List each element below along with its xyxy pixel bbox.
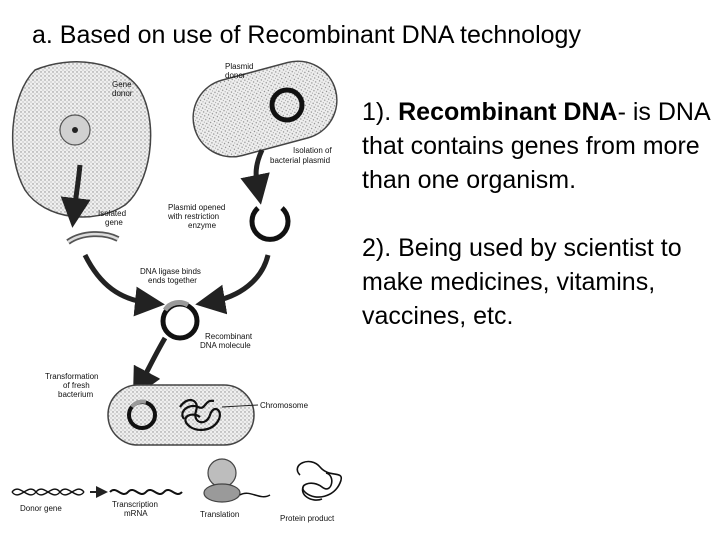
svg-text:bacterial plasmid: bacterial plasmid [270,156,330,165]
mrna-strand [109,489,183,495]
svg-text:Transcription: Transcription [112,500,158,509]
arrow-gene-to-ligase [82,253,165,317]
donor-gene-dna [11,488,85,496]
translation-label: Translation [200,510,239,519]
chromosome-pointer [221,404,259,408]
protein-product [296,460,343,501]
svg-text:enzyme: enzyme [188,221,217,230]
chromosome-label: Chromosome [260,401,309,410]
svg-text:Plasmid opened: Plasmid opened [168,203,225,212]
definition-paragraph: 1). Recombinant DNA- is DNA that contain… [362,98,710,194]
svg-text:donor: donor [225,71,246,80]
ribosome [203,458,241,503]
uses-paragraph: 2). Being used by scientist to make medi… [362,234,682,330]
plasmid-donor-label: Plasmid donor [225,62,253,80]
opened-plasmid [249,206,291,242]
isolation-label: Isolation of bacterial plasmid [270,146,332,165]
arrow-transformation [132,336,168,399]
recombinant-label: Recombinant DNA molecule [200,332,253,350]
chromosome [179,398,221,431]
svg-text:bacterium: bacterium [58,390,93,399]
svg-text:Gene: Gene [112,80,132,89]
recombinant-dna-diagram: Gene donor Plasmid donor Isolation of ba… [11,60,343,523]
donor-gene-label: Donor gene [20,504,62,513]
plasmid-donor-bacterium [192,60,338,158]
arrow-plasmid-isolation [240,148,270,205]
plasmid-ring [269,87,305,123]
gene-donor-label: Gene donor [112,80,133,98]
svg-text:Recombinant: Recombinant [205,332,253,341]
svg-text:DNA molecule: DNA molecule [200,341,251,350]
svg-text:DNA ligase binds: DNA ligase binds [140,267,201,276]
svg-text:Plasmid: Plasmid [225,62,253,71]
svg-text:with restriction: with restriction [167,212,219,221]
svg-text:gene: gene [105,218,123,227]
svg-text:Transformation: Transformation [45,372,99,381]
arrow-gene-isolation [60,164,91,228]
svg-text:mRNA: mRNA [124,509,148,518]
ligase-label: DNA ligase binds ends together [140,267,201,285]
bullet-text: 1). Recombinant DNA- is DNA that contain… [362,95,712,367]
recombinant-dna-term: Recombinant DNA [398,98,618,126]
slide-title: a. Based on use of Recombinant DNA techn… [32,21,581,49]
isolated-gene-label: Isolated gene [98,209,126,227]
protein-label: Protein product [280,514,335,523]
arrow-plasmid-to-ligase [195,254,271,315]
svg-text:of fresh: of fresh [63,381,90,390]
transformation-label: Transformation of fresh bacterium [45,372,99,399]
plasmid-opened-label: Plasmid opened with restriction enzyme [167,203,225,230]
svg-text:Isolation of: Isolation of [293,146,332,155]
svg-text:donor: donor [112,89,133,98]
svg-text:ends together: ends together [148,276,197,285]
svg-text:Isolated: Isolated [98,209,126,218]
transcription-label: Transcription mRNA [112,500,158,518]
